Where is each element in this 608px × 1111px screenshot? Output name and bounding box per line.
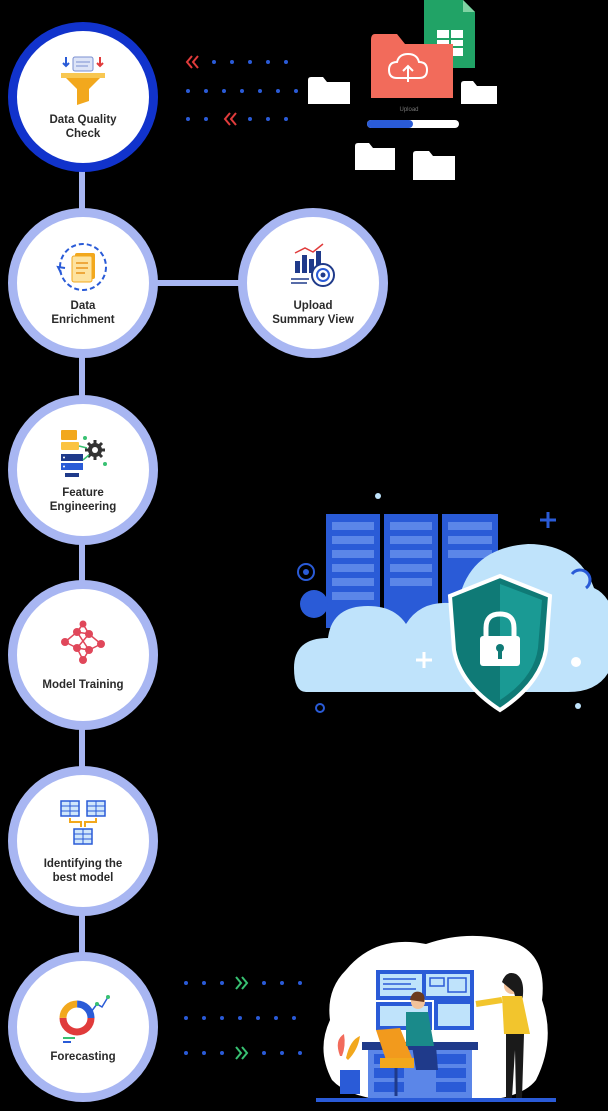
horizontal-connector: [150, 280, 250, 286]
step-label: Data Quality Check: [49, 114, 117, 140]
analysts-dashboard-icon: [316, 935, 556, 1102]
chart-target-icon: [291, 243, 335, 287]
neural-network-icon: [61, 620, 105, 664]
step-label: Model Training: [42, 679, 124, 691]
step-forecasting[interactable]: Forecasting: [8, 952, 158, 1102]
step-label: Forecasting: [50, 1051, 116, 1063]
document-cycle-icon: [56, 243, 107, 291]
donut-chart-icon: [59, 995, 110, 1043]
upload-caption: Upload: [399, 107, 418, 113]
step-upload-summary-view[interactable]: Upload Summary View: [238, 208, 388, 358]
step-label: Feature Engineering: [49, 487, 117, 513]
cloud-server-shield-icon: [294, 493, 608, 713]
forecast-flow-lines: [184, 976, 302, 1060]
step-model-training[interactable]: Model Training: [8, 580, 158, 730]
model-grid-icon: [60, 800, 106, 845]
step-data-quality-check[interactable]: Data Quality Check: [8, 22, 158, 172]
server-gear-icon: [61, 430, 107, 477]
cloud-upload-folder-icon: Upload: [308, 0, 497, 180]
step-identifying-best-model[interactable]: Identifying the best model: [8, 766, 158, 916]
upload-flow-lines: [185, 55, 298, 126]
step-label: Identifying the best model: [43, 858, 123, 884]
step-label: Upload Summary View: [272, 300, 354, 326]
step-feature-engineering[interactable]: Feature Engineering: [8, 395, 158, 545]
funnel-icon: [61, 56, 105, 105]
vertical-connector: [79, 160, 85, 970]
step-data-enrichment[interactable]: Data Enrichment: [8, 208, 158, 358]
step-label: Data Enrichment: [51, 300, 115, 326]
